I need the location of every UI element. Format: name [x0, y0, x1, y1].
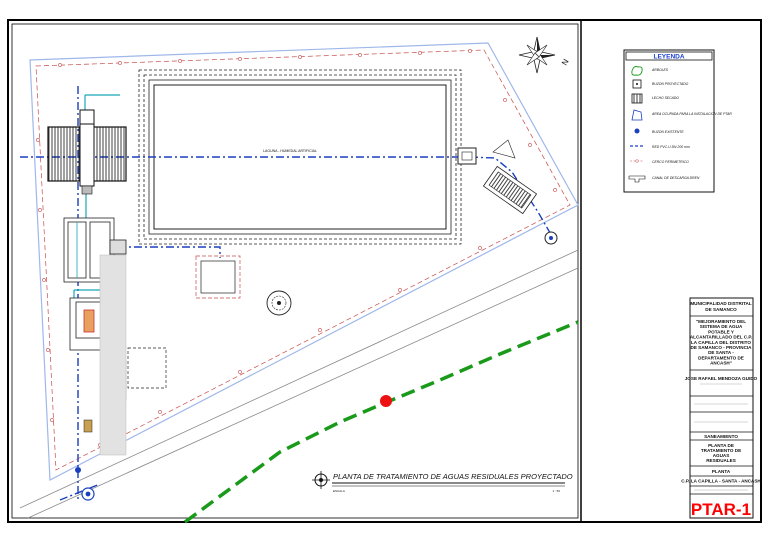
- org-name-line: MUNICIPALIDAD DISTRITAL: [690, 301, 752, 306]
- location-label: C.P. LA CAPILLA - SANTA - ANCASH: [681, 479, 761, 484]
- legend-label: CERCO PERIMETRICO: [652, 160, 689, 164]
- legend-label: BUZON PROYECTADO: [652, 82, 689, 86]
- project-name-line: DE SANTA -: [708, 350, 734, 355]
- drawing-title-block: PLANTA DE TRATAMIENTO DE AGUAS RESIDUALE…: [312, 471, 573, 493]
- green-boundary-line: [183, 320, 579, 524]
- legend-panel: LEYENDA ARBOLES BUZON PROYECTADO LECHO SEC…: [623, 49, 732, 193]
- legend-item: RED PVC-U DN 200 mm: [630, 145, 690, 149]
- drying-bed-upper: [47, 109, 127, 195]
- fence-line-icon: [630, 159, 644, 163]
- legend-label: BUZON EXISTENTE: [652, 130, 684, 134]
- scale-value: 1 : 50: [552, 489, 560, 493]
- scale-label: ESCALA: [333, 489, 345, 493]
- legend-label: AREA OCUPADA PARA LA INSTALACION DE PTAR: [651, 112, 732, 116]
- square-point-icon: [632, 79, 642, 89]
- project-name-line: POTABLE Y: [708, 329, 734, 334]
- outlet-chamber: [195, 255, 292, 316]
- walkway: [99, 254, 127, 456]
- compass-north-label: N: [560, 57, 571, 67]
- legend-label: RED PVC-U DN 200 mm: [652, 145, 690, 149]
- legend-label: CANAL DE DESCARGA DREN: [652, 176, 700, 180]
- channel-icon: [628, 175, 646, 183]
- plan-title-line: AGUAS: [713, 453, 730, 458]
- sheet-code: PTAR-1: [691, 500, 751, 519]
- plan-title-line: PLANTA DE: [708, 443, 734, 448]
- legend-item: CANAL DE DESCARGA DREN: [628, 175, 700, 183]
- project-name-line: DE SAMANCO - PROVINCIA: [691, 345, 753, 350]
- legend-item: AREA OCUPADA PARA LA INSTALACION DE PTAR: [631, 109, 732, 121]
- tree-icon: [631, 66, 643, 76]
- plan-title-line: RESIDUALES: [706, 458, 736, 463]
- trapezoid-icon: [631, 109, 643, 121]
- view-label: PLANTA: [712, 469, 731, 474]
- engineer-name: JOSE RAFAEL MENDOZA GUIDO: [685, 376, 758, 381]
- red-marker: [380, 395, 392, 407]
- inlet-manholes: [75, 419, 95, 501]
- project-name-line: "MEJORAMIENTO DEL: [696, 319, 746, 324]
- project-name-line: SISTEMA DE AGUA: [700, 324, 743, 329]
- specialty-label: SANEAMIENTO: [704, 434, 738, 439]
- project-name-line: ANCASH": [710, 361, 732, 366]
- legend-item: ARBOLES: [631, 66, 669, 76]
- project-name-line: LA CAPILLA DEL DISTRITO: [691, 340, 751, 345]
- project-name-line: ALCANTARILLADO DEL C.P.: [690, 335, 752, 340]
- legend-item: LECHO SECADO: [631, 93, 679, 104]
- legend-item: BUZON EXISTENTE: [634, 128, 684, 134]
- distribution-box-right: [457, 139, 558, 245]
- legend-item: CERCO PERIMETRICO: [630, 159, 689, 164]
- legend-label: LECHO SECADO: [652, 96, 679, 100]
- drawing-title: PLANTA DE TRATAMIENTO DE AGUAS RESIDUALE…: [333, 472, 573, 481]
- plan-title-line: TRATAMIENTO DE: [701, 448, 741, 453]
- compass-rose-icon: [518, 36, 556, 74]
- lagoon-label: LAGUNA - HUMEDAL ARTIFICIAL: [263, 149, 317, 153]
- legend-item: BUZON PROYECTADO: [632, 79, 689, 89]
- site-boundary: [29, 42, 579, 481]
- legend-title: LEYENDA: [653, 54, 684, 61]
- manhole-icon: [634, 128, 640, 134]
- project-name-line: DEPARTAMENTO DE: [698, 355, 744, 360]
- org-name-line: DE SAMANCO: [705, 307, 737, 312]
- grid-box-icon: [631, 93, 643, 104]
- perimeter-fence: [35, 49, 571, 471]
- road-lines: [19, 249, 579, 519]
- legend-label: ARBOLES: [651, 68, 669, 72]
